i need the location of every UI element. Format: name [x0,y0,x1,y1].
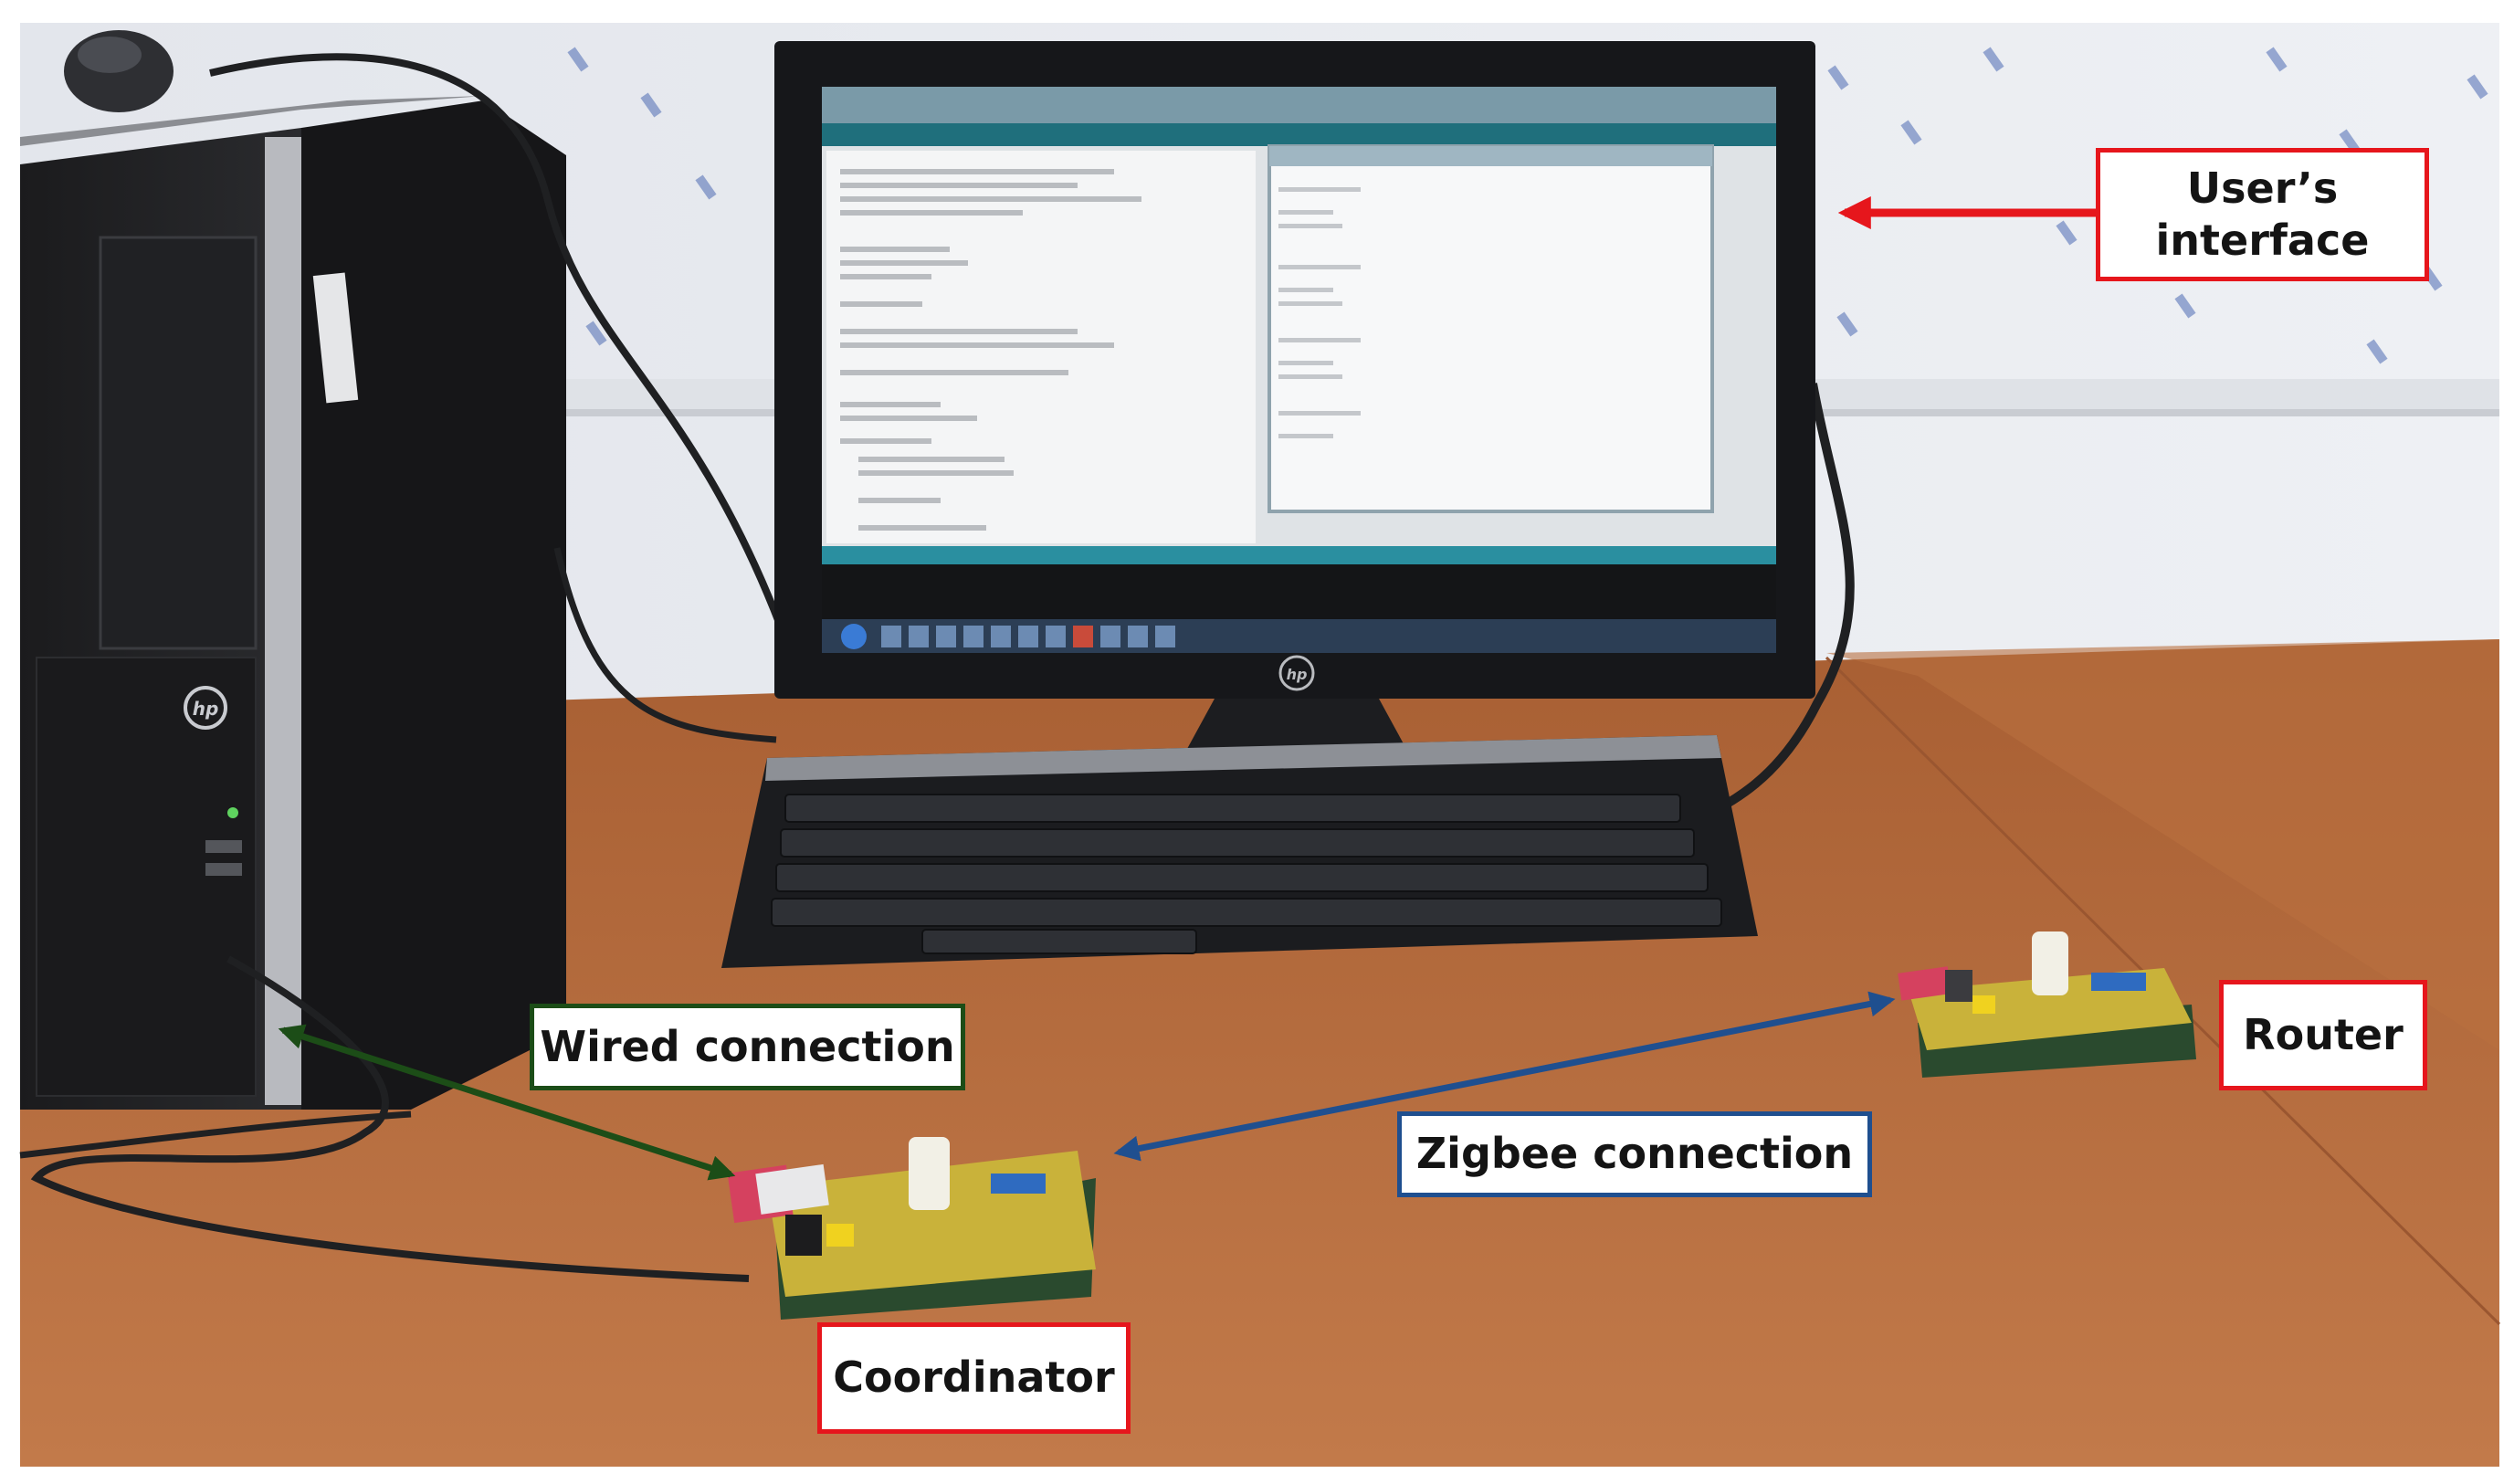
power-led [227,807,238,818]
users-interface-label: User’s interface [2096,148,2429,281]
router-label-text: Router [2243,1009,2404,1059]
users-interface-label-line1: User’s [2186,163,2339,213]
serial-monitor-window [1268,144,1714,513]
router-board [1898,931,2196,1078]
users-interface-label-line2: interface [2155,216,2370,265]
coordinator-label-text: Coordinator [833,1352,1115,1403]
usb-port [205,840,242,853]
usb-port [205,863,242,876]
hp-logo-icon: hp [1278,655,1315,691]
ide-console [822,564,1776,619]
pc-tower-side [301,100,566,1110]
cable [209,53,789,641]
zigbee-connection-arrow [1113,991,1896,1162]
monitor-stand [1187,699,1406,749]
drive-bay [99,236,258,650]
wired-connection-arrow [278,1024,736,1181]
serial-output-lines [1278,187,1361,438]
zigbee-connection-label-text: Zigbee connection [1415,1129,1854,1179]
ide-status-bar [822,546,1776,564]
keyboard-silver-strip [765,735,1721,781]
keyboard-keys [771,794,1722,954]
coordinator-board [727,1137,1096,1320]
svg-text:hp: hp [193,698,219,720]
ide-titlebar [822,87,1776,123]
svg-text:hp: hp [1287,666,1308,683]
cable [1678,383,1855,831]
serial-monitor-titlebar [1269,146,1712,166]
barcode-sticker [312,272,359,404]
desk-right-panel [1826,639,2499,1050]
taskbar-icons [881,626,1175,647]
windows-start-icon [841,624,867,649]
wired-connection-label-text: Wired connection [540,1021,955,1071]
zigbee-connection-label: Zigbee connection [1397,1111,1872,1197]
pc-tower-silver-stripe [265,137,301,1105]
wired-connection-label: Wired connection [530,1004,965,1090]
router-label: Router [2219,980,2427,1090]
ide-code-lines [840,169,1141,531]
pc-vent-grille [36,657,257,1097]
coordinator-label: Coordinator [817,1322,1131,1434]
mouse-highlight [78,37,142,73]
ide-toolbar [822,123,1776,146]
cable [553,547,777,743]
hp-logo-icon: hp [184,686,227,730]
